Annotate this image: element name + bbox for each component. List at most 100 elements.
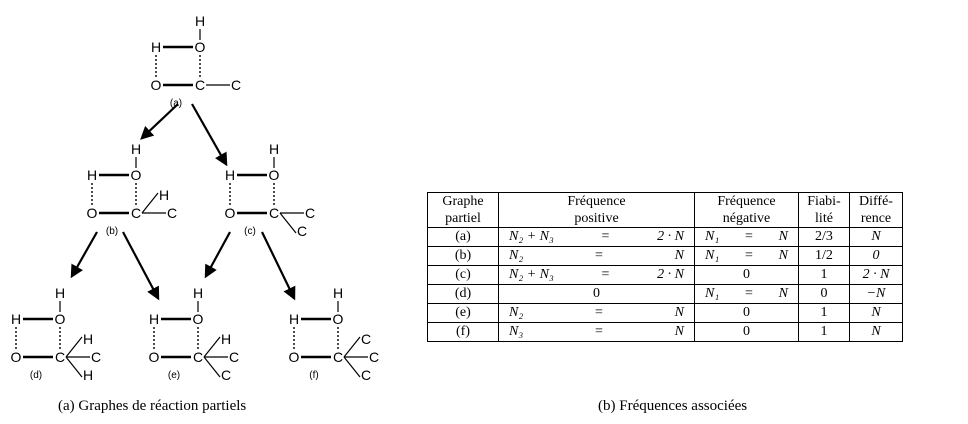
atom-O: O	[131, 167, 142, 183]
positive-rhs: N	[674, 305, 684, 320]
negative-rhs: N	[778, 286, 788, 301]
cell-positive: N₃=N	[498, 322, 695, 342]
positive-rhs: 2 · N	[657, 267, 684, 282]
atom-O: O	[193, 311, 204, 327]
atom-H: H	[159, 187, 169, 203]
atom-C: C	[91, 349, 101, 365]
cell-graph: (d)	[427, 284, 499, 304]
atom-H: H	[333, 285, 343, 301]
arrow-a-to-c	[191, 103, 228, 167]
positive-eq: =	[601, 267, 610, 282]
cell-reliability: 1	[798, 322, 850, 342]
graph-label: (e)	[455, 305, 471, 320]
negative-eq: =	[744, 229, 753, 244]
negative-lhs: N₁	[705, 229, 720, 244]
atom-O: O	[151, 77, 162, 93]
positive-rhs: N	[674, 324, 684, 339]
positive-lhs: N₂ + N₃	[509, 229, 554, 244]
positive-eq: =	[594, 324, 603, 339]
atom-C: C	[231, 77, 241, 93]
atom-O: O	[11, 349, 22, 365]
atom-C: C	[195, 77, 205, 93]
cell-reliability: 1	[798, 265, 850, 285]
atom-H: H	[149, 311, 159, 327]
positive-zero: 0	[593, 286, 600, 301]
cell-positive: N₂ + N₃ = 2 · N	[498, 265, 695, 285]
cell-graph: (f)	[427, 322, 499, 342]
atom-H: H	[221, 331, 231, 347]
cell-difference: 2 · N	[849, 265, 903, 285]
cell-negative: 0	[694, 303, 799, 323]
cell-difference: N	[849, 227, 903, 247]
cell-graph: (a)	[427, 227, 499, 247]
atom-H: H	[193, 285, 203, 301]
graph-label: (d)	[454, 286, 472, 301]
cell-negative: N₁=N	[694, 284, 799, 304]
bond	[343, 336, 361, 358]
reliability-value: 1/2	[815, 248, 833, 263]
atom-O: O	[55, 311, 66, 327]
cell-negative: 0	[694, 322, 799, 342]
atom-O: O	[195, 39, 206, 55]
difference-value: N	[871, 305, 881, 320]
atom-C: C	[361, 367, 371, 383]
cell-positive: 0	[498, 284, 695, 304]
atom-C: C	[361, 331, 371, 347]
cell-reliability: 2/3	[798, 227, 850, 247]
atom-H: H	[195, 13, 205, 29]
graph-label: (b)	[454, 248, 472, 263]
atom-H: H	[289, 311, 299, 327]
atom-C: C	[333, 349, 343, 365]
atom-C: C	[229, 349, 239, 365]
cell-difference: N	[849, 322, 903, 342]
positive-rhs: 2 · N	[657, 229, 684, 244]
atom-H: H	[83, 367, 93, 383]
positive-eq: =	[594, 248, 603, 263]
arrow-b-to-e	[122, 231, 160, 301]
reliability-value: 1	[820, 305, 828, 320]
cell-difference: −N	[849, 284, 903, 304]
difference-value: 0	[872, 248, 880, 263]
caption-a: (a) Graphes de réaction partiels	[58, 398, 247, 414]
positive-eq: =	[594, 305, 603, 320]
arrow-b-to-d	[70, 231, 98, 279]
graph-label: (c)	[244, 226, 256, 237]
difference-value: −N	[866, 286, 886, 301]
positive-lhs: N₂ + N₃	[509, 267, 554, 282]
atom-O: O	[149, 349, 160, 365]
negative-zero: 0	[743, 305, 750, 320]
atom-H: H	[87, 167, 97, 183]
atom-C: C	[369, 349, 379, 365]
atom-H: H	[269, 141, 279, 157]
atom-O: O	[269, 167, 280, 183]
atom-C: C	[297, 223, 307, 239]
atom-C: C	[167, 205, 177, 221]
cell-negative: N₁=N	[694, 246, 799, 266]
difference-value: N	[871, 324, 881, 339]
cell-negative: 0	[694, 265, 799, 285]
graph-label: (f)	[456, 324, 470, 339]
cell-positive: N₂ + N₃=2 · N	[498, 227, 695, 247]
negative-lhs: N₁	[705, 286, 720, 301]
graph-label: (a)	[455, 229, 471, 244]
cell-positive: N₂=N	[498, 303, 695, 323]
cell-reliability: 0	[798, 284, 850, 304]
header-difference: Diffé-rence	[849, 192, 903, 228]
atom-C: C	[131, 205, 141, 221]
negative-rhs: N	[778, 229, 788, 244]
positive-rhs: N	[674, 248, 684, 263]
atom-H: H	[55, 285, 65, 301]
difference-value: 2 · N	[862, 267, 890, 282]
